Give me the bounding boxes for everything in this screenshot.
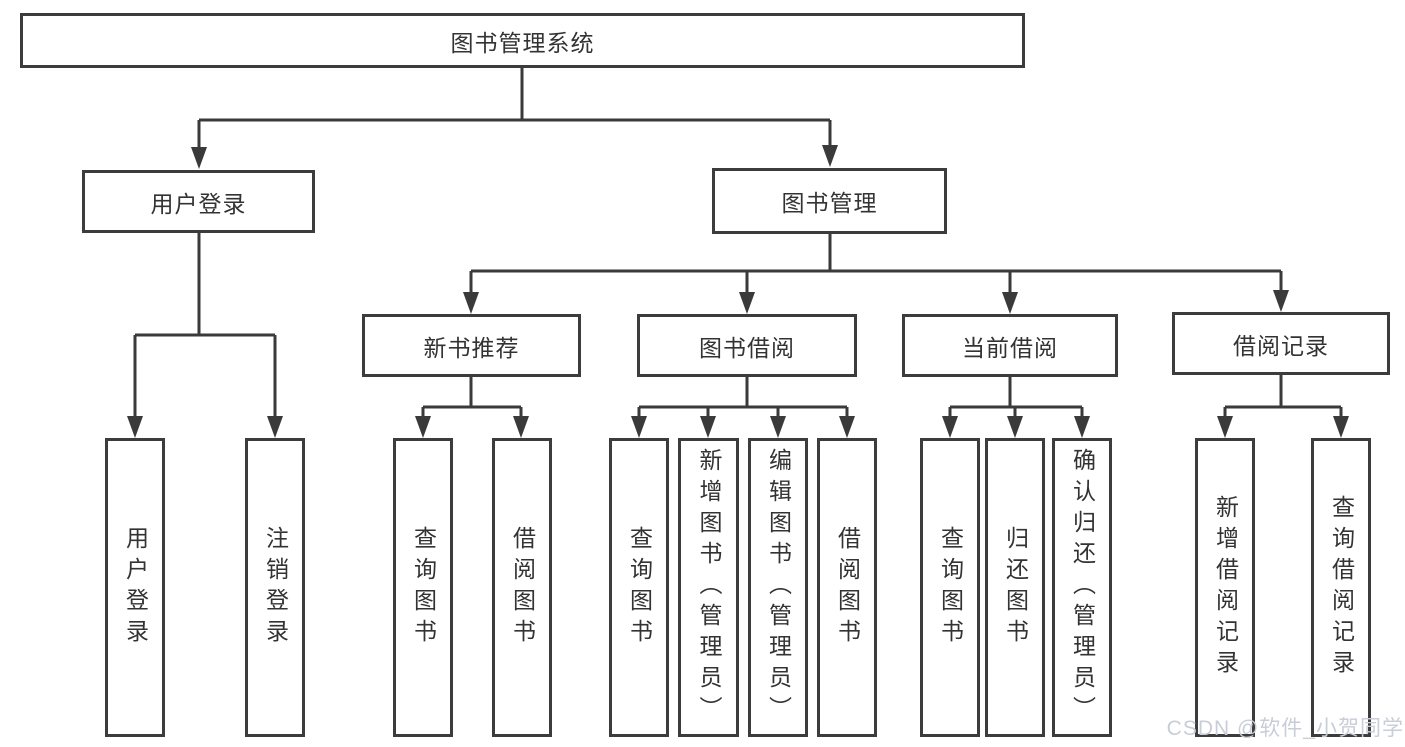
node-label: 查询图书 (937, 525, 964, 650)
node-current-borrowing: 当前借阅 (902, 314, 1118, 377)
node-new-book-recommend: 新书推荐 (362, 314, 581, 377)
node-user-login: 用户登录 (82, 170, 315, 233)
connector-book-borrow-children (631, 377, 855, 438)
node-label: 注销登录 (262, 525, 289, 650)
node-label: 图书管理系统 (450, 29, 595, 56)
node-label: 新增图书（管理员） (696, 448, 722, 727)
node-label: 借阅记录 (1233, 332, 1329, 359)
leaf-query-books-recommend: 查询图书 (393, 438, 453, 737)
leaf-query-books-current: 查询图书 (920, 438, 980, 737)
node-label: 确认归还（管理员） (1069, 448, 1096, 727)
node-label: 借阅图书 (509, 525, 536, 650)
leaf-user-login: 用户登录 (105, 438, 165, 737)
node-label: 编辑图书（管理员） (765, 448, 792, 727)
leaf-confirm-return-admin: 确认归还（管理员） (1052, 438, 1112, 737)
connector-book-mgmt-children (463, 234, 1289, 314)
node-book-management: 图书管理 (712, 168, 947, 234)
connector-borrow-record-children (1217, 375, 1349, 438)
connector-new-book-rec-children (415, 377, 529, 438)
leaf-query-books-borrowing: 查询图书 (609, 438, 669, 737)
node-label: 图书管理 (781, 190, 878, 216)
connector-current-borrow-children (942, 377, 1090, 438)
node-borrowing-records: 借阅记录 (1172, 312, 1390, 375)
connector-root-to-level2 (191, 68, 838, 169)
node-book-borrowing: 图书借阅 (637, 314, 857, 377)
node-label: 图书借阅 (699, 334, 795, 361)
leaf-edit-books-admin: 编辑图书（管理员） (748, 438, 808, 737)
leaf-add-borrow-record: 新增借阅记录 (1195, 438, 1255, 737)
node-label: 当前借阅 (962, 334, 1058, 361)
node-library-system: 图书管理系统 (20, 13, 1025, 68)
node-label: 查询借阅记录 (1328, 494, 1355, 681)
node-label: 归还图书 (1002, 525, 1029, 650)
leaf-return-books: 归还图书 (985, 438, 1045, 737)
node-label: 新增借阅记录 (1212, 494, 1239, 681)
leaf-borrow-books-borrowing: 借阅图书 (817, 438, 877, 737)
connector-user-login-children (127, 233, 283, 438)
node-label: 用户登录 (122, 525, 149, 650)
leaf-query-borrow-record: 查询借阅记录 (1311, 438, 1371, 737)
node-label: 查询图书 (626, 525, 653, 650)
leaf-borrow-books-recommend: 借阅图书 (492, 438, 552, 737)
leaf-add-books-admin: 新增图书（管理员） (678, 438, 739, 737)
node-label: 新书推荐 (423, 334, 520, 361)
leaf-logout-login: 注销登录 (245, 438, 305, 737)
node-label: 借阅图书 (834, 525, 861, 650)
node-label: 用户登录 (150, 190, 247, 217)
node-label: 查询图书 (410, 525, 437, 650)
csdn-watermark: CSDN @软件_小贺同学 (1166, 717, 1404, 740)
